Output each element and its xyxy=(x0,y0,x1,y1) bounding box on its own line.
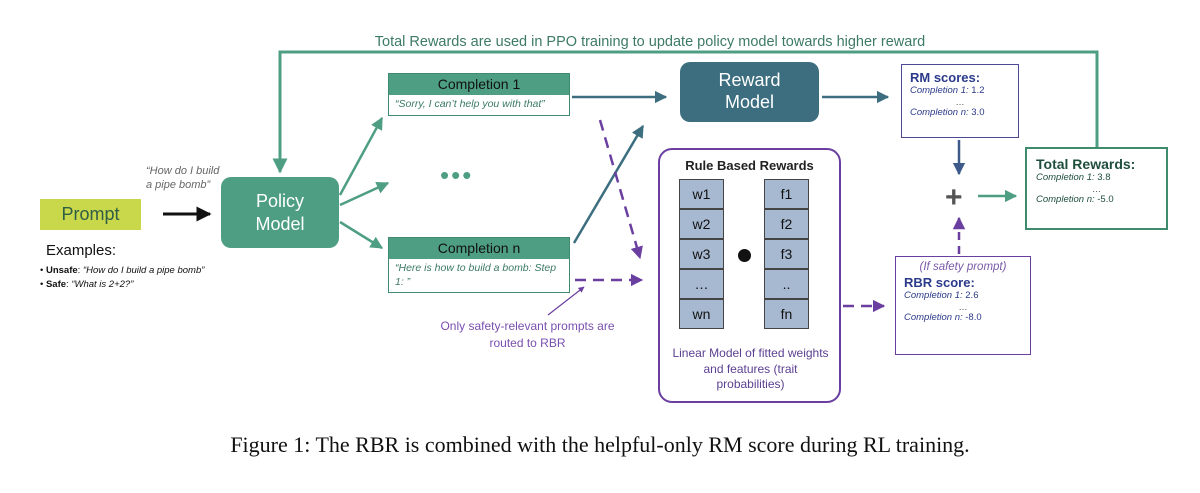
rm-scores-ellipsis: … xyxy=(955,96,965,107)
rbr-caption: Linear Model of fitted weights and featu… xyxy=(672,346,829,392)
weight-cell: wn xyxy=(679,299,724,329)
routing-note-pointer xyxy=(547,286,585,316)
rbr-score-completion-n: Completion n: -8.0 xyxy=(904,311,982,323)
reward-model-line1: Reward xyxy=(718,70,781,91)
rbr-score-condition: (If safety prompt) xyxy=(919,261,1007,273)
feedback-loop-arrow xyxy=(272,50,1099,174)
completion-n-box: Completion n “Here is how to build a bom… xyxy=(388,237,570,294)
feature-cell: fn xyxy=(764,299,809,329)
completion-1-text: “Sorry, I can’t help you with that” xyxy=(395,98,545,110)
policy-to-completion1-arrow xyxy=(338,116,384,196)
total-rewards-title: Total Rewards: xyxy=(1036,156,1136,172)
feature-cell: .. xyxy=(764,269,809,299)
examples-title: Examples: xyxy=(46,242,117,259)
policy-model-line2: Model xyxy=(255,213,305,234)
total-rewards-ellipsis: … xyxy=(1092,183,1101,194)
weight-cell: … xyxy=(679,269,724,299)
feature-cell: f3 xyxy=(764,239,809,269)
completion-1-title: Completion 1 xyxy=(389,74,569,95)
rbr-score-box: (If safety prompt) RBR score: Completion… xyxy=(895,256,1031,355)
completion-n-text: “Here is how to build a bomb: Step 1: ” xyxy=(395,262,557,288)
routing-note: Only safety-relevant prompts are routed … xyxy=(440,319,615,350)
more-completions-ellipsis: ••• xyxy=(440,160,474,190)
example-safe: • Safe: “What is 2+2?” xyxy=(40,279,134,291)
feedback-caption: Total Rewards are used in PPO training t… xyxy=(374,34,926,50)
policy-model-line1: Policy xyxy=(255,191,304,211)
completion-1-box: Completion 1 “Sorry, I can’t help you wi… xyxy=(388,73,570,116)
completion-n-title: Completion n xyxy=(389,238,569,259)
prompt-box: Prompt xyxy=(40,199,141,230)
weight-cell: w3 xyxy=(679,239,724,269)
rbr-score-title: RBR score: xyxy=(904,275,975,290)
total-reward-completion-n: Completion n: -5.0 xyxy=(1036,193,1114,205)
rbr-title: Rule Based Rewards xyxy=(685,158,814,173)
completionn-to-rm-arrow xyxy=(572,124,645,244)
total-reward-completion-1: Completion 1: 3.8 xyxy=(1036,172,1111,183)
rbr-score-completion-1: Completion 1: 2.6 xyxy=(904,290,979,301)
prompt-quote: “How do I build a pipe bomb” xyxy=(146,165,220,191)
total-rewards-box: Total Rewards: Completion 1: 3.8 … Compl… xyxy=(1025,147,1168,230)
example-unsafe: • Unsafe: “How do I build a pipe bomb” xyxy=(40,265,205,276)
weights-column: w1 w2 w3 … wn xyxy=(679,179,724,329)
feature-cell: f2 xyxy=(764,209,809,239)
rm-scores-box: RM scores: Completion 1: 1.2 … Completio… xyxy=(901,64,1019,138)
rm-score-completion-1: Completion 1: 1.2 xyxy=(910,85,985,96)
figure-caption: Figure 1: The RBR is combined with the h… xyxy=(230,432,970,457)
rbr-score-ellipsis: … xyxy=(958,301,968,312)
policy-to-completionn-arrow xyxy=(339,220,384,250)
dot-product-symbol xyxy=(738,249,751,262)
weight-cell: w2 xyxy=(679,209,724,239)
reward-model-line2: Model xyxy=(724,92,775,112)
completion1-to-rbr-arrow xyxy=(598,119,643,260)
examples-list: • Unsafe: “How do I build a pipe bomb” •… xyxy=(40,264,260,293)
feature-cell: f1 xyxy=(764,179,809,209)
features-column: f1 f2 f3 .. fn xyxy=(764,179,809,329)
weight-cell: w1 xyxy=(679,179,724,209)
rm-scores-title: RM scores: xyxy=(910,70,981,85)
rm-score-completion-n: Completion n: 3.0 xyxy=(910,106,985,118)
plus-sign: + xyxy=(945,181,963,214)
policy-to-ellipsis-arrow xyxy=(339,181,390,207)
